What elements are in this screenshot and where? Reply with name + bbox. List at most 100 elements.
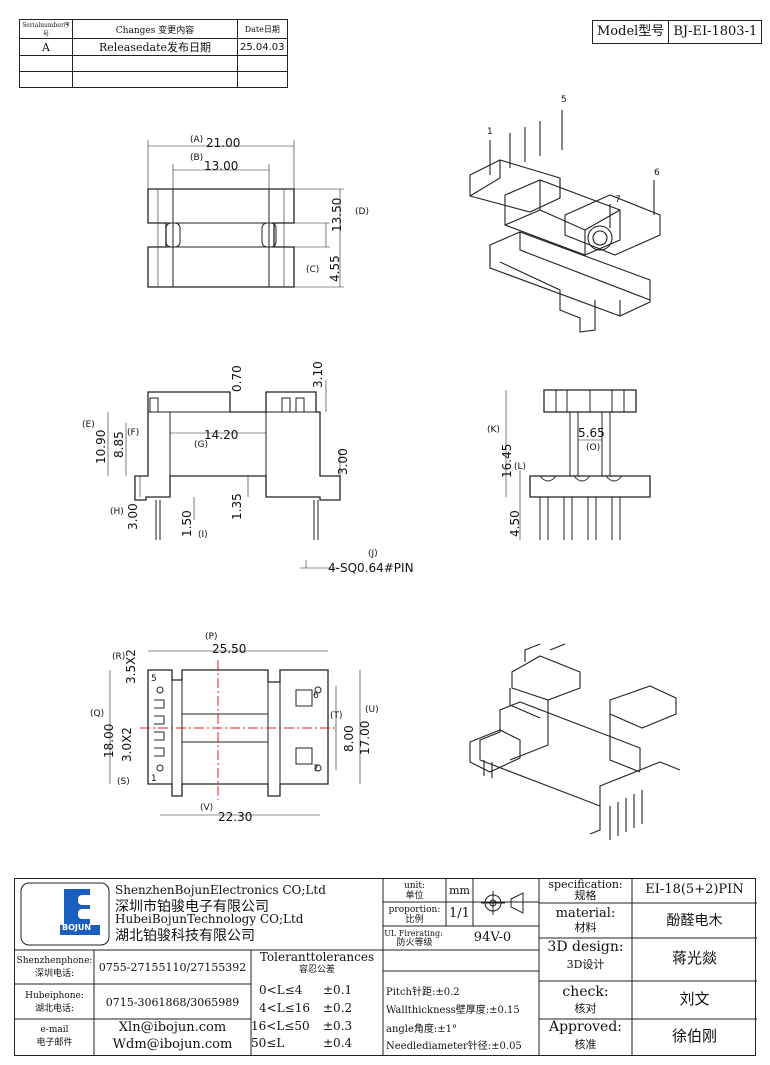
dim-l-tag: (L) [514,462,527,472]
contact-value: 0715-3061868/3065989 [105,996,240,1009]
dim-310-value: 3.10 [311,361,325,388]
bottom-view [109,650,361,816]
pin-label: 6 [654,168,660,178]
spec-label-cn: 规格 [574,889,597,902]
tol-range: 16<L≤50 [251,1019,310,1033]
contact-label: 深圳电话: [34,969,75,979]
dim-b-value: 13.00 [204,159,239,173]
dim-070-value: 0.70 [230,365,244,392]
approved-label-cn: 核准 [574,1038,597,1051]
rev-cell: Releasedate发布日期 [72,38,238,56]
dim-u-value: 17.00 [358,720,372,755]
dim-q-value: 18.00 [102,723,116,758]
contact-value: 0755-27155110/27155392 [98,961,247,974]
dim-i-value: 1.50 [180,510,194,537]
approved-value: 徐伯刚 [671,1027,717,1045]
contact-label: Hubeiphone: [25,991,84,1001]
dim-f-tag: (F) [127,428,140,438]
dim-s-value: 3.0X2 [120,727,134,762]
pin-label: 6 [313,691,319,701]
dim-g-value: 14.20 [204,428,239,442]
tol-note: angle角度:±1° [386,1024,458,1035]
dim-t-value: 8.00 [342,725,356,752]
title-block: BOJUN ShenzhenBojunElectronics CO;Ltd 深圳… [14,878,757,1056]
dim-v-value: 22.30 [218,810,253,824]
dim-e-tag: (E) [82,420,95,430]
dim-k-tag: (K) [487,425,500,435]
pin-label: 5 [561,95,567,105]
dim-q-tag: (Q) [90,709,105,719]
dim-p-tag: (P) [205,632,218,642]
approved-label: Approved: [548,1019,623,1035]
dim-450-value: 4.50 [508,510,522,537]
company-cn2: 湖北铂骏科技有限公司 [115,928,255,944]
unit-label: 单位 [405,891,424,901]
tolerance-title: Toleranttolerances [259,950,375,964]
rev-cell [237,71,288,88]
fire-label: 防火等级 [396,938,433,948]
dim-i-tag: (I) [198,530,208,540]
contact-label: Shenzhenphone: [16,956,93,966]
dim-j-tag: (J) [368,549,378,559]
tol-note: Needlediameter针径:±0.05 [386,1041,522,1052]
design-label-cn: 3D设计 [566,958,605,971]
dim-f-value: 8.85 [112,431,126,458]
dim-j-value: 4-SQ0.64#PIN [328,561,414,575]
check-label-cn: 核对 [574,1002,597,1015]
tol-value: ±0.3 [323,1019,353,1033]
material-label: material: [555,906,616,921]
contact-label: 电子邮件 [36,1038,73,1048]
dim-e-value: 10.90 [94,429,108,464]
contact-label: e-mail [40,1025,69,1035]
dim-a-tag: (A) [190,135,204,145]
email-value: Wdm@ibojun.com [112,1037,233,1052]
tol-range: 50≤L [251,1036,285,1050]
contact-label: 湖北电话: [34,1004,75,1014]
unit-value: mm [449,884,470,897]
title-block-grid [15,879,757,1055]
dim-v-tag: (V) [200,803,214,813]
dim-o-tag: (O) [586,443,601,453]
model-label: Model型号 [597,24,665,39]
design-value: 蒋光燚 [671,949,717,967]
dim-d-value: 13.50 [330,197,344,232]
dim-k-value: 16.45 [500,443,514,478]
tolerance-title-cn: 容忍公差 [298,965,335,975]
dim-o-value: 5.65 [578,426,605,440]
check-value: 刘文 [679,990,710,1008]
tol-note: Wallthickness壁厚度:±0.15 [386,1005,520,1016]
design-label: 3D design: [547,939,624,955]
top-view [147,140,344,288]
dim-r-tag: (R) [112,652,126,662]
dim-b-tag: (B) [190,153,204,163]
side-view [107,380,341,569]
logo-mark-icon [60,889,100,935]
dim-c-value: 4.55 [328,255,342,282]
dim-p-value: 25.50 [212,642,247,656]
tol-range: 0<L≤4 [259,983,303,997]
dim-r-value: 3.5X2 [124,649,138,684]
material-label-cn: 材料 [574,921,597,934]
tol-value: ±0.4 [323,1036,353,1050]
rev-cell [72,71,238,88]
bojun-logo: BOJUN [60,889,104,935]
tol-value: ±0.1 [323,983,353,997]
top-view-outline [147,188,295,288]
iso-view-top [469,110,661,333]
unit-label: unit: [403,881,426,891]
model-value: BJ-EI-1803-1 [668,21,761,43]
proportion-label: 比例 [405,915,424,925]
dim-h-value: 3.00 [126,503,140,530]
company-cn1: 深圳市铂骏电子有限公司 [115,899,269,915]
dim-s-tag: (S) [117,777,130,787]
end-view [505,389,651,540]
material-value: 酚醛电木 [666,913,723,929]
dim-300-value: 3.00 [336,448,350,475]
dim-g-tag: (G) [194,440,208,450]
pin-label: 7 [615,195,621,205]
proportion-label: proportion: [388,905,441,915]
pin-label: 1 [487,127,493,137]
fire-label: UL Firerating: [384,929,443,938]
spec-label: specification: [548,878,623,891]
iso-view-bottom [469,643,681,840]
